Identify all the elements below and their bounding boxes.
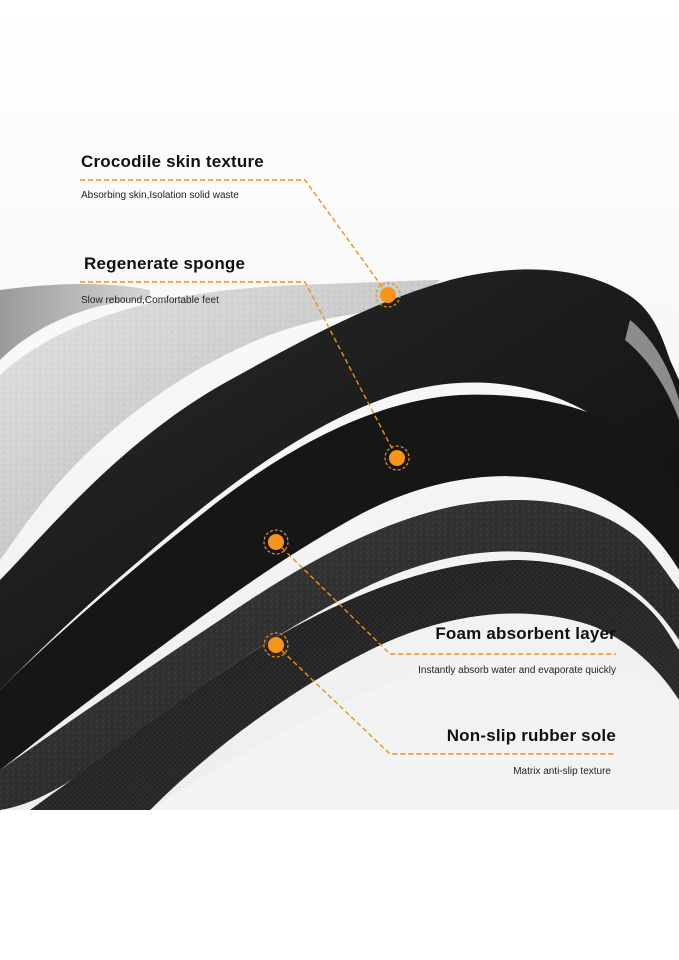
sponge-title: Regenerate sponge bbox=[84, 254, 246, 273]
dot-sponge bbox=[384, 445, 410, 471]
dot-rubber bbox=[263, 632, 289, 658]
crocodile-skin-layer bbox=[0, 269, 679, 690]
sponge-layer bbox=[0, 394, 679, 770]
foam-title: Foam absorbent layer bbox=[435, 624, 616, 643]
leader-rubber bbox=[275, 644, 616, 755]
sponge-subtitle: Slow rebound,Comfortable feet bbox=[81, 295, 219, 306]
leader-sponge bbox=[80, 281, 398, 459]
foam-subtitle: Instantly absorb water and evaporate qui… bbox=[418, 665, 616, 676]
callout-dots bbox=[263, 282, 410, 658]
rubber-subtitle: Matrix anti-slip texture bbox=[513, 766, 611, 777]
dot-foam bbox=[263, 529, 289, 555]
crocodile-subtitle: Absorbing skin,Isolation solid waste bbox=[81, 190, 239, 201]
leader-lines bbox=[80, 179, 616, 755]
rubber-title: Non-slip rubber sole bbox=[446, 726, 616, 745]
leader-crocodile bbox=[80, 179, 389, 296]
fabric-back-edge bbox=[0, 284, 150, 360]
dot-crocodile bbox=[375, 282, 401, 308]
crocodile-title: Crocodile skin texture bbox=[81, 152, 264, 171]
